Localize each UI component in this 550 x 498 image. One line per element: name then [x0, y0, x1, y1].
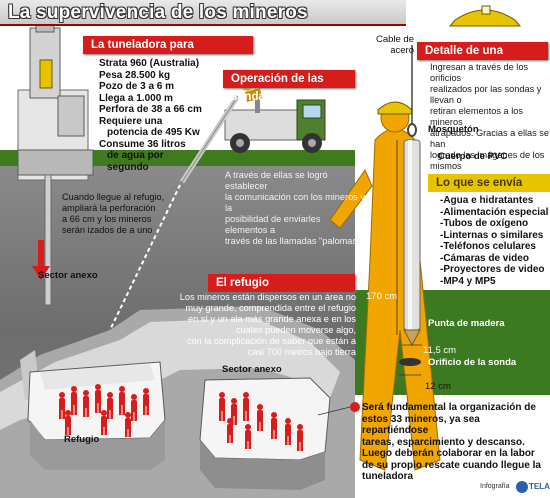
paloma-line: logrado las imágenes de los mismos [430, 150, 545, 171]
organizacion-line: Será fundamental la organización de [362, 402, 536, 413]
paloma-heading: Detalle de una "paloma" [417, 42, 548, 75]
spec-item: Consume 36 litros [99, 138, 186, 150]
sondas-line: A través de ellas se logró establecer [225, 170, 328, 191]
refugio-line: en sí y un ala más grande anexa e en los [187, 314, 356, 324]
refugio-heading: El refugio [208, 274, 355, 292]
envia-item: -Cámaras de video [440, 252, 529, 264]
refugio-label: Refugio [64, 434, 100, 445]
width-a-label: 11,5 cm [423, 345, 457, 356]
sondas-line: través de las llamadas "palomas" [225, 236, 361, 246]
probe-hole [399, 358, 421, 366]
mosqueton-label: Mosquetón [428, 124, 479, 135]
sector-anexo-label-2: Sector anexo [222, 364, 282, 375]
hardhat-icon [448, 5, 522, 27]
paloma-line: atrapados. Gracias a ellas se han [430, 128, 549, 149]
tuneladora-heading: La tuneladora para rescatarlos [83, 36, 253, 69]
envia-item: -Tubos de oxígeno [440, 218, 529, 229]
tuneladora-note: Cuando llegue al refugio, ampliará la pe… [62, 192, 182, 236]
refugio-line: casi 700 metros bajo tierra [247, 347, 356, 357]
organizacion-text: Será fundamental la organización de esto… [362, 402, 548, 483]
organizacion-line: tuneladora [362, 471, 414, 482]
envia-list: -Agua e hidratantes -Alimentación especi… [440, 195, 550, 287]
refugio-line: con la complicación de saber que están a [186, 336, 356, 346]
paloma-line: retiran elementos a los mineros [430, 106, 523, 127]
punta-label: Punta de madera [428, 318, 505, 329]
note-line: a 66 cm y los mineros [62, 214, 152, 224]
envia-item: -Teléfonos celulares [440, 241, 536, 252]
paloma-text: Ingresan a través de los orificios reali… [430, 62, 550, 172]
boring-machine-illustration [17, 21, 94, 306]
spec-item: Requiere una [99, 115, 163, 127]
width-b-label: 12 cm [425, 381, 451, 392]
title-bar: La supervivencia de los mineros [0, 0, 406, 26]
spec-item: de agua por [107, 150, 164, 161]
sondas-line: la comunicación con los mineros y la [225, 192, 365, 213]
organization-bullet [350, 402, 360, 412]
anexo-miners [219, 392, 303, 451]
sondas-line: posibilidad de enviarles elementos a [225, 214, 321, 235]
truck-illustration [224, 81, 326, 153]
sector-anexo-label-1: Sector anexo [38, 270, 98, 281]
organizacion-line: de su propio rescate cuando llegue la [362, 459, 541, 471]
credit-infografia: Infografía [480, 483, 510, 490]
spec-item: Strata 960 (Australia) [99, 58, 200, 69]
cable-line: Cable de [375, 34, 414, 45]
spec-item: Llega a 1.000 m [99, 92, 173, 104]
spec-item: Perfora de 38 a 66 cm [99, 104, 202, 115]
envia-item: -MP4 y MP5 [440, 275, 496, 287]
envia-item: -Agua e hidratantes [440, 195, 534, 206]
page-title: La supervivencia de los mineros [8, 2, 308, 23]
envia-heading: Lo que se envía [428, 174, 550, 192]
envia-item: -Linternas o similares [440, 229, 544, 241]
refugio-text: Los mineros están dispersos en un área n… [170, 292, 356, 358]
spec-item: Pesa 28.500 kg [99, 69, 171, 81]
telam-logo-icon [516, 481, 528, 493]
down-arrow [32, 240, 50, 280]
refugio-line: Los mineros están dispersos en un área n… [179, 292, 356, 302]
length-label: 170 cm [366, 291, 398, 302]
spec-item: potencia de 495 Kw [107, 127, 200, 138]
orificio-label: Orificio de la sonda [428, 357, 517, 368]
cuerpo-label: Cuerpo de PVC [438, 151, 508, 162]
spec-item: segundo [107, 161, 149, 173]
note-line: Cuando llegue al refugio, [62, 192, 165, 202]
sondas-text: A través de ellas se logró establecer la… [225, 170, 365, 247]
paloma-line: realizados por las sondas y llevan o [430, 84, 542, 105]
cable-line: acero [390, 45, 414, 56]
refugio-line: muy grande, comprendida entre el refugio [185, 303, 356, 313]
organizacion-line: Luego deberán colaborar en la labor [362, 448, 535, 459]
note-line: ampliará la perforación [62, 203, 156, 213]
refugio-miners [59, 384, 149, 437]
paloma-capsule [403, 45, 421, 347]
sondas-heading: Operación de las sondas [223, 70, 355, 103]
organizacion-line: tareas, esparcimiento y descanso. [362, 436, 525, 448]
cable-label: Cable de acero [372, 34, 414, 56]
envia-item: -Alimentación especial [440, 206, 549, 218]
organizacion-line: estos 33 mineros, ya sea repartiéndose [362, 413, 480, 437]
spec-item: Pozo de 3 a 6 m [99, 81, 175, 92]
credit-agency: TELAM [529, 482, 550, 491]
paloma-line: Ingresan a través de los orificios [430, 62, 529, 83]
refugio-line: cuales pueden moverse algo, [235, 325, 356, 335]
note-line: serán izados de a uno [62, 225, 153, 235]
tuneladora-specs: Strata 960 (Australia) Pesa 28.500 kg Po… [99, 58, 229, 173]
envia-item: -Proyectores de video [440, 264, 545, 275]
